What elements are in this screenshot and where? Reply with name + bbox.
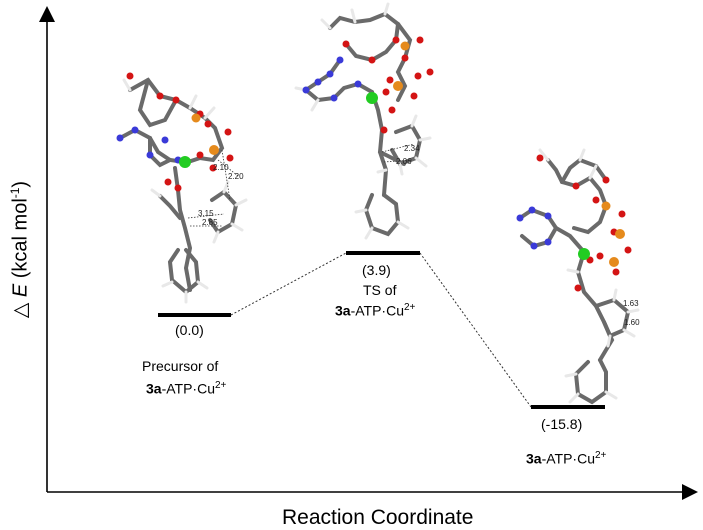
energy-value-precursor: (0.0) [175,322,204,338]
x-axis-label: Reaction Coordinate [282,506,474,529]
y-axis-label: △ E (kcal mol-1) [7,180,32,319]
distance-label: 1.63 [623,299,639,308]
distance-label: 2.06 [396,157,412,166]
state-label-product-name: 3a-ATP·Cu2+ [526,450,607,467]
distance-label: 2.34 [404,144,420,153]
molecule-precursor: 2.10 2.20 3.15 2.85 [116,72,248,304]
distance-label: 2.85 [202,218,218,227]
connector-1 [230,252,347,316]
distance-label: 2.10 [213,163,229,172]
molecule-product: 1.63 1.60 [516,148,640,405]
state-label-precursor: Precursor of [142,358,219,374]
state-label-ts: TS of [363,282,397,298]
molecule-ts: 2.34 2.06 [294,2,434,240]
distance-label: 3.15 [198,209,214,218]
energy-value-product: (-15.8) [541,416,583,432]
energy-value-ts: (3.9) [362,262,391,278]
state-label-ts-name: 3a-ATP·Cu2+ [335,302,416,319]
distance-label: 2.20 [228,172,244,181]
connector-2 [419,252,532,408]
state-label-precursor-name: 3a-ATP·Cu2+ [146,380,227,397]
distance-label: 1.60 [624,318,640,327]
